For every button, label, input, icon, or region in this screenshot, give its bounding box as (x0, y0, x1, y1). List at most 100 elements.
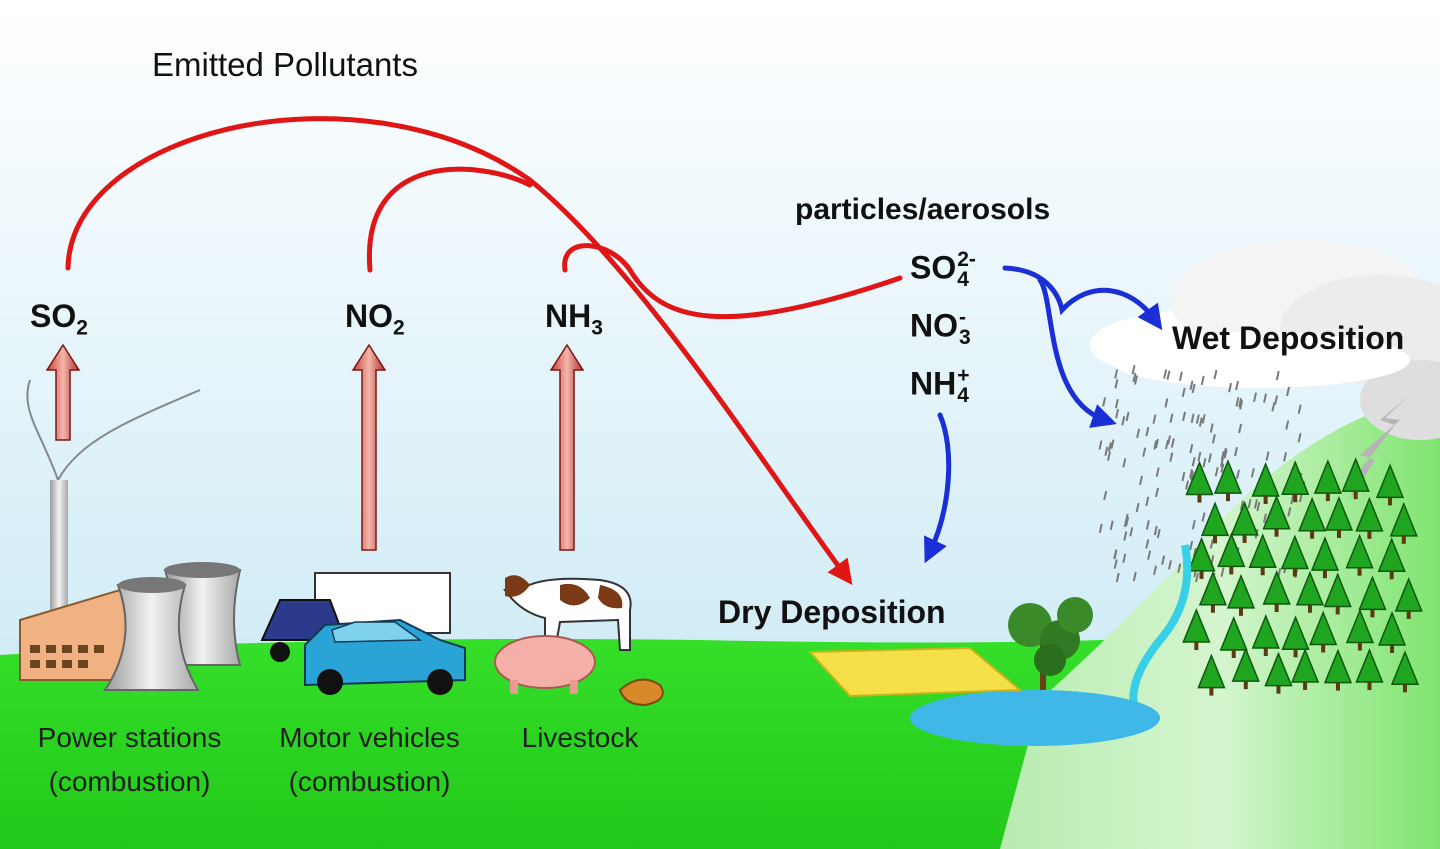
rain-streak (1136, 428, 1141, 439)
rain-streak (1189, 443, 1194, 454)
rain-streak (1214, 467, 1219, 477)
emission-up-arrows (45, 343, 585, 551)
power-station (19, 379, 242, 691)
rain-streak (1200, 375, 1205, 386)
pine-tree (1226, 573, 1256, 616)
pine-tree (1389, 501, 1418, 544)
rain-streak (1161, 555, 1166, 565)
rain-streak (1178, 371, 1183, 381)
rain-streak (1265, 451, 1270, 461)
rain-streak (1222, 447, 1227, 458)
rain-streak (1164, 398, 1169, 408)
pine-tree (1213, 459, 1243, 502)
pine-tree (1355, 496, 1384, 539)
rain-streak (1182, 411, 1187, 422)
rain-streak (1263, 393, 1267, 403)
rain-streak (1274, 395, 1279, 405)
rain-streak (1113, 549, 1118, 560)
rain-streak (1098, 440, 1103, 450)
rain-streak (1155, 487, 1160, 498)
rain-streak (1134, 375, 1138, 385)
rain-streak (1152, 414, 1157, 424)
river (1129, 544, 1192, 723)
pine-tree (1309, 610, 1338, 653)
rain-streak (1285, 420, 1290, 430)
pine-tree (1280, 534, 1309, 577)
rain-streak (1103, 490, 1108, 501)
pine-tree (1310, 536, 1340, 579)
rain-streak (1286, 386, 1291, 397)
rain-streak (1223, 449, 1228, 459)
pine-tree (1297, 496, 1327, 539)
pine-tree (1230, 500, 1259, 543)
rain-streak (1275, 370, 1280, 381)
deposition-arrows (924, 265, 1163, 564)
rain-streak (1228, 382, 1233, 393)
rain-streak (1185, 480, 1190, 490)
rain-streak (1121, 416, 1126, 426)
pine-tree (1295, 570, 1325, 613)
rain-streak (1190, 471, 1195, 481)
pine-tree (1231, 647, 1260, 690)
rain-streak (1271, 402, 1276, 412)
forest (1182, 457, 1423, 696)
rain-streak (1153, 440, 1158, 450)
nh3-up-arrow (549, 343, 585, 551)
ion-label-no3: NO-3 (910, 306, 971, 349)
rain-cloud (1090, 240, 1440, 440)
rain-streak (1155, 438, 1159, 449)
rain-streak (1114, 379, 1119, 389)
rain-streak (1129, 527, 1134, 537)
rain-streak (1220, 463, 1225, 473)
rain-streak (1145, 496, 1150, 507)
wet-deposition-arrow-upper (1002, 265, 1163, 331)
pine-tree (1323, 572, 1352, 615)
nh3-transport-arrow (562, 243, 903, 320)
pine-tree (1323, 648, 1353, 691)
rain-streak (1156, 528, 1161, 539)
diagram-title: Emitted Pollutants (152, 46, 418, 83)
rain-streak (1189, 468, 1194, 479)
rain-streak (1142, 447, 1147, 457)
pine-tree (1219, 615, 1248, 658)
rain-streak (1145, 426, 1150, 437)
rain-streak (1240, 500, 1244, 511)
rain-streak (1202, 458, 1207, 468)
ion-label-nh4: NH+4 (910, 364, 970, 407)
rain-streak (1195, 414, 1200, 424)
rain-streak (1107, 442, 1112, 452)
wet-deposition-label: Wet Deposition (1172, 320, 1405, 356)
no2-up-arrow (351, 343, 387, 551)
rain-streak (1139, 475, 1144, 486)
lake (910, 690, 1160, 746)
pine-tree (1313, 459, 1342, 502)
source-label-power-stations: Power stations(combustion) (37, 722, 222, 797)
pine-tree (1281, 615, 1310, 658)
rain-streak (1211, 434, 1216, 444)
rain-streak (1262, 513, 1267, 523)
rain-streak (1220, 567, 1225, 577)
lakeside-trees (1008, 597, 1093, 690)
rain-streak (1169, 452, 1174, 462)
rain-streak (1191, 519, 1196, 530)
wet-deposition-arrow-lower (1037, 277, 1117, 428)
pine-tree (1281, 460, 1310, 503)
pine-tree (1262, 570, 1291, 613)
rain-streak (1098, 523, 1103, 534)
rain-streak (1114, 369, 1119, 379)
rain-streak (1189, 380, 1194, 391)
pine-tree (1248, 533, 1277, 576)
pine-tree (1185, 460, 1214, 503)
rain-streak (1236, 469, 1240, 479)
rain-streak (1287, 507, 1292, 517)
rain-streak (1124, 513, 1129, 524)
rain-streak (1153, 565, 1157, 576)
rain-streak (1164, 439, 1169, 450)
rain-streak (1155, 467, 1160, 477)
pine-tree (1187, 536, 1216, 579)
pine-tree (1262, 494, 1291, 537)
pine-tree (1394, 577, 1423, 619)
rain-streak (1125, 411, 1130, 422)
rain-streak (1122, 458, 1127, 468)
rain-streak (1235, 380, 1240, 391)
